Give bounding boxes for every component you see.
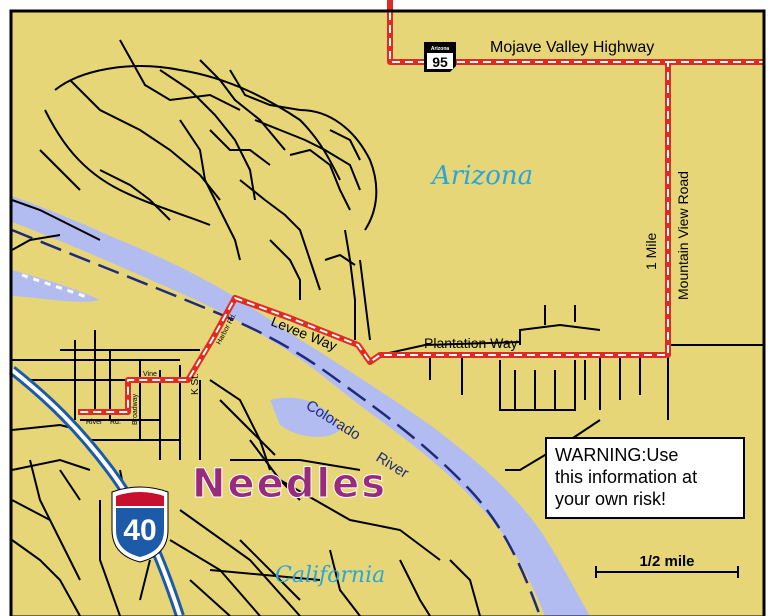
warning-box: WARNING:Use this information at your own… [545,437,745,519]
colorado-river-water [12,196,590,616]
shield-number-text: 95 [432,54,448,70]
scale-bar: 1/2 mile [595,553,739,578]
river-lobe [270,397,340,437]
river-rd-label-1: River [86,419,103,426]
road-network [11,39,763,616]
arizona-label: Arizona [430,161,533,191]
interstate-40-shield: 40 [111,486,169,563]
one-mile-label: 1 Mile [643,232,659,270]
colorado-river-line [11,228,542,616]
map-frame [9,9,766,616]
broadway-label: Broadway [132,393,139,425]
interstate-number-text: 40 [123,514,156,547]
route-95-shield: Arizona 95 [424,42,456,72]
vine-label: Vine [143,371,157,378]
scale-label: 1/2 mile [639,553,694,570]
california-label: California [275,563,385,588]
river-rd-label-2: Rd. [110,419,121,426]
interstate-40-road [8,366,185,616]
k-st-label: K St. [190,373,201,395]
warning-line-2: this information at [555,467,698,487]
needles-city-label: Needles [192,461,387,507]
plantation-way-label: Plantation Way [424,335,518,351]
highlighted-route [78,0,763,415]
highway-name-label: Mojave Valley Highway [490,39,654,56]
shield-state-text: Arizona [431,46,450,52]
warning-line-1: WARNING:Use [555,445,679,465]
mountain-view-road-label: Mountain View Road [675,171,691,300]
warning-line-3: your own risk! [555,489,667,509]
